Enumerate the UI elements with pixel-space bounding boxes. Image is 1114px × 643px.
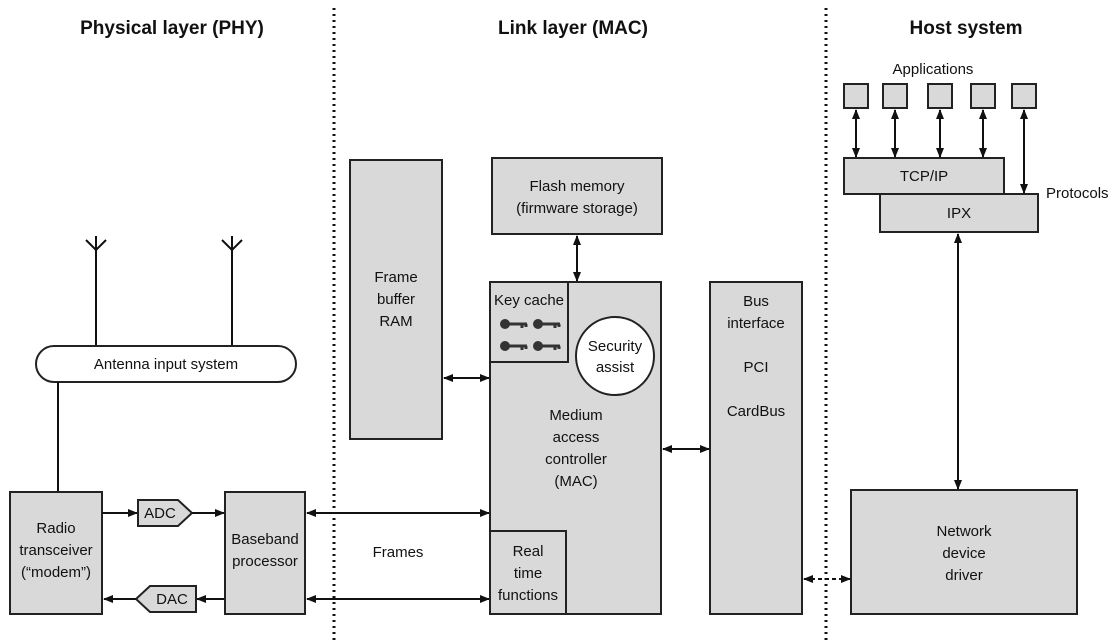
real-time-functions-box	[489, 530, 567, 615]
application-box	[970, 83, 996, 109]
radio-label-1: Radio	[36, 520, 75, 537]
applications-label: Applications	[893, 61, 974, 78]
frames-label: Frames	[373, 544, 424, 561]
driver-label-1: Network	[936, 523, 992, 540]
application-box	[1011, 83, 1037, 109]
frame-buffer-label-3: RAM	[379, 313, 412, 330]
security-label-1: Security	[588, 338, 643, 355]
antenna-input-label: Antenna input system	[94, 356, 238, 373]
key-icon	[500, 319, 528, 329]
baseband-label-1: Baseband	[231, 531, 299, 548]
application-box	[927, 83, 953, 109]
frame-buffer-label-1: Frame	[374, 269, 417, 286]
flash-label-1: Flash memory	[529, 178, 625, 195]
flash-label-2: (firmware storage)	[516, 200, 638, 217]
security-label-2: assist	[596, 359, 635, 376]
mac-label-2: access	[553, 429, 600, 446]
driver-label-3: driver	[945, 567, 983, 584]
bus-label-1: Bus	[743, 293, 769, 310]
antenna-icon	[85, 236, 107, 346]
mac-label-4: (MAC)	[554, 473, 597, 490]
key-icon	[533, 319, 561, 329]
bus-label-2: interface	[727, 315, 785, 332]
dac-block	[134, 585, 197, 613]
frame-buffer-label-2: buffer	[377, 291, 415, 308]
network-device-driver-box	[850, 489, 1078, 615]
tcpip-label: TCP/IP	[900, 168, 948, 185]
application-box	[882, 83, 908, 109]
realtime-label-3: functions	[498, 587, 558, 604]
application-box	[843, 83, 869, 109]
baseband-label-2: processor	[232, 553, 298, 570]
mac-header: Link layer (MAC)	[498, 18, 648, 39]
baseband-processor-box	[224, 491, 306, 615]
realtime-label-1: Real	[513, 543, 544, 560]
bus-cardbus-label: CardBus	[727, 403, 785, 420]
driver-label-2: device	[942, 545, 985, 562]
antenna-input-system	[35, 345, 297, 383]
key-icon	[533, 341, 561, 351]
key-icon	[500, 341, 528, 351]
realtime-label-2: time	[514, 565, 542, 582]
frame-buffer-ram-box	[349, 159, 443, 440]
mac-label-1: Medium	[549, 407, 602, 424]
bus-pci-label: PCI	[743, 359, 768, 376]
host-header: Host system	[910, 18, 1023, 39]
radio-transceiver-box	[9, 491, 103, 615]
flash-memory-box	[491, 157, 663, 235]
radio-label-3: (“modem”)	[21, 564, 91, 581]
protocols-label: Protocols	[1046, 185, 1109, 202]
bus-interface-box	[709, 281, 803, 615]
phy-header: Physical layer (PHY)	[80, 18, 264, 39]
adc-block	[137, 499, 194, 527]
tcpip-box	[843, 157, 1005, 195]
adc-label: ADC	[144, 505, 176, 522]
mac-label-3: controller	[545, 451, 607, 468]
dac-label: DAC	[156, 591, 188, 608]
security-assist-circle	[575, 316, 655, 396]
key-cache-label: Key cache	[494, 292, 564, 309]
antenna-icon	[221, 236, 243, 346]
ipx-label: IPX	[947, 205, 971, 222]
radio-label-2: transceiver	[19, 542, 92, 559]
